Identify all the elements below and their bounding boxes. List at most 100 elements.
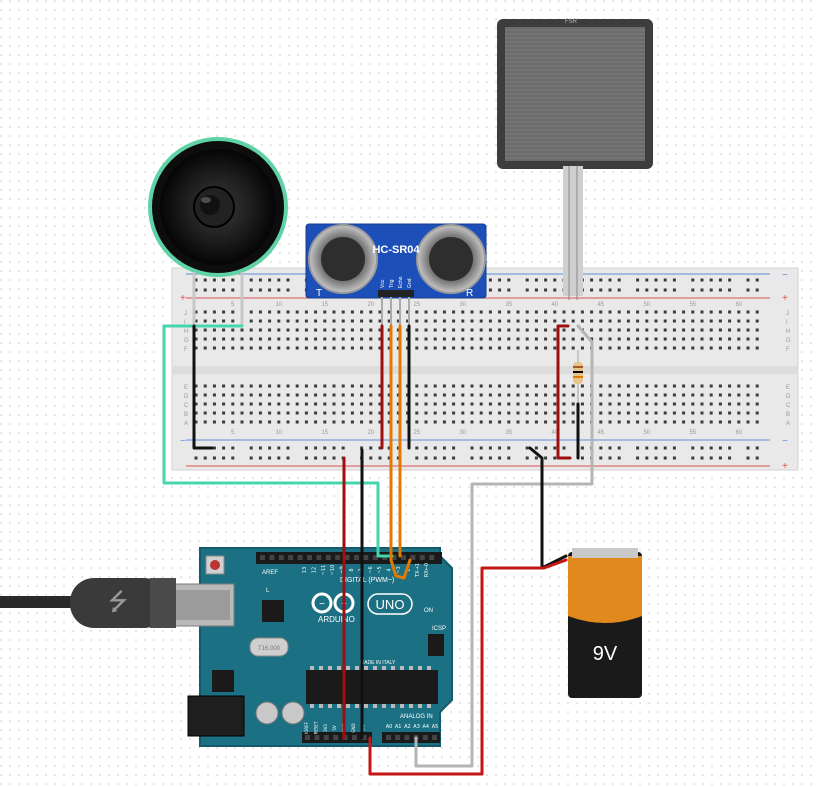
- breadboard-hole[interactable]: [737, 310, 741, 314]
- breadboard-hole[interactable]: [562, 402, 566, 406]
- breadboard-hole[interactable]: [212, 319, 216, 323]
- breadboard-hole[interactable]: [212, 420, 216, 424]
- breadboard-hole[interactable]: [433, 328, 437, 332]
- rail-hole[interactable]: [617, 446, 621, 450]
- breadboard-hole[interactable]: [332, 402, 336, 406]
- breadboard-hole[interactable]: [350, 346, 354, 350]
- rail-hole[interactable]: [663, 288, 667, 292]
- breadboard-hole[interactable]: [350, 402, 354, 406]
- digital-pin-hole[interactable]: [354, 555, 359, 560]
- breadboard-hole[interactable]: [268, 393, 272, 397]
- breadboard-hole[interactable]: [424, 328, 428, 332]
- breadboard-hole[interactable]: [387, 319, 391, 323]
- rail-hole[interactable]: [700, 446, 704, 450]
- breadboard-hole[interactable]: [231, 337, 235, 341]
- breadboard-hole[interactable]: [525, 384, 529, 388]
- breadboard-hole[interactable]: [203, 420, 207, 424]
- breadboard-hole[interactable]: [654, 384, 658, 388]
- breadboard-hole[interactable]: [746, 402, 750, 406]
- breadboard-hole[interactable]: [728, 310, 732, 314]
- rail-hole[interactable]: [645, 446, 649, 450]
- rail-hole[interactable]: [249, 456, 253, 460]
- breadboard-hole[interactable]: [755, 393, 759, 397]
- rail-hole[interactable]: [258, 288, 262, 292]
- breadboard-hole[interactable]: [194, 328, 198, 332]
- rail-hole[interactable]: [525, 278, 529, 282]
- rail-hole[interactable]: [286, 278, 290, 282]
- breadboard-hole[interactable]: [360, 337, 364, 341]
- rail-hole[interactable]: [286, 288, 290, 292]
- breadboard-hole[interactable]: [599, 319, 603, 323]
- rail-hole[interactable]: [452, 446, 456, 450]
- analog-pin-hole[interactable]: [386, 735, 391, 740]
- breadboard-hole[interactable]: [295, 337, 299, 341]
- rail-hole[interactable]: [553, 288, 557, 292]
- rail-hole[interactable]: [617, 456, 621, 460]
- breadboard-hole[interactable]: [682, 420, 686, 424]
- breadboard-hole[interactable]: [378, 310, 382, 314]
- breadboard-hole[interactable]: [323, 411, 327, 415]
- breadboard-hole[interactable]: [286, 411, 290, 415]
- rail-hole[interactable]: [387, 446, 391, 450]
- breadboard-hole[interactable]: [599, 420, 603, 424]
- rail-hole[interactable]: [415, 446, 419, 450]
- breadboard-hole[interactable]: [295, 411, 299, 415]
- breadboard-hole[interactable]: [415, 310, 419, 314]
- breadboard-hole[interactable]: [433, 346, 437, 350]
- breadboard-hole[interactable]: [636, 384, 640, 388]
- breadboard-hole[interactable]: [240, 384, 244, 388]
- breadboard-hole[interactable]: [304, 310, 308, 314]
- breadboard-hole[interactable]: [525, 393, 529, 397]
- digital-pin-hole[interactable]: [363, 555, 369, 560]
- rail-hole[interactable]: [709, 446, 713, 450]
- breadboard-hole[interactable]: [350, 420, 354, 424]
- breadboard-hole[interactable]: [323, 346, 327, 350]
- breadboard-hole[interactable]: [387, 402, 391, 406]
- breadboard-hole[interactable]: [341, 319, 345, 323]
- breadboard-hole[interactable]: [682, 328, 686, 332]
- rail-hole[interactable]: [479, 456, 483, 460]
- breadboard-hole[interactable]: [562, 393, 566, 397]
- breadboard-hole[interactable]: [534, 411, 538, 415]
- rail-hole[interactable]: [525, 446, 529, 450]
- digital-pin-hole[interactable]: [278, 555, 284, 560]
- breadboard-hole[interactable]: [718, 420, 722, 424]
- rail-hole[interactable]: [728, 456, 732, 460]
- breadboard-hole[interactable]: [442, 420, 446, 424]
- breadboard-hole[interactable]: [378, 420, 382, 424]
- breadboard-hole[interactable]: [654, 346, 658, 350]
- breadboard-hole[interactable]: [498, 384, 502, 388]
- breadboard-hole[interactable]: [507, 328, 511, 332]
- breadboard-hole[interactable]: [507, 346, 511, 350]
- breadboard-hole[interactable]: [636, 420, 640, 424]
- breadboard-hole[interactable]: [350, 319, 354, 323]
- rail-hole[interactable]: [304, 456, 308, 460]
- breadboard-hole[interactable]: [360, 319, 364, 323]
- breadboard-hole[interactable]: [608, 393, 612, 397]
- breadboard-hole[interactable]: [378, 319, 382, 323]
- breadboard-hole[interactable]: [286, 319, 290, 323]
- breadboard-hole[interactable]: [700, 393, 704, 397]
- rail-hole[interactable]: [369, 456, 373, 460]
- icsp-header[interactable]: [428, 634, 444, 656]
- breadboard-hole[interactable]: [212, 337, 216, 341]
- breadboard-hole[interactable]: [222, 319, 226, 323]
- breadboard-hole[interactable]: [599, 384, 603, 388]
- breadboard-hole[interactable]: [709, 384, 713, 388]
- rail-hole[interactable]: [654, 288, 658, 292]
- breadboard-hole[interactable]: [396, 346, 400, 350]
- breadboard-hole[interactable]: [231, 328, 235, 332]
- breadboard-hole[interactable]: [286, 393, 290, 397]
- breadboard-hole[interactable]: [452, 310, 456, 314]
- breadboard-hole[interactable]: [277, 310, 281, 314]
- breadboard-hole[interactable]: [415, 411, 419, 415]
- breadboard-hole[interactable]: [304, 402, 308, 406]
- breadboard-hole[interactable]: [608, 346, 612, 350]
- breadboard-hole[interactable]: [608, 420, 612, 424]
- breadboard-hole[interactable]: [452, 346, 456, 350]
- breadboard-hole[interactable]: [608, 384, 612, 388]
- breadboard-hole[interactable]: [709, 328, 713, 332]
- breadboard-hole[interactable]: [507, 420, 511, 424]
- breadboard-hole[interactable]: [452, 411, 456, 415]
- wire-fsr-power[interactable]: [556, 324, 572, 460]
